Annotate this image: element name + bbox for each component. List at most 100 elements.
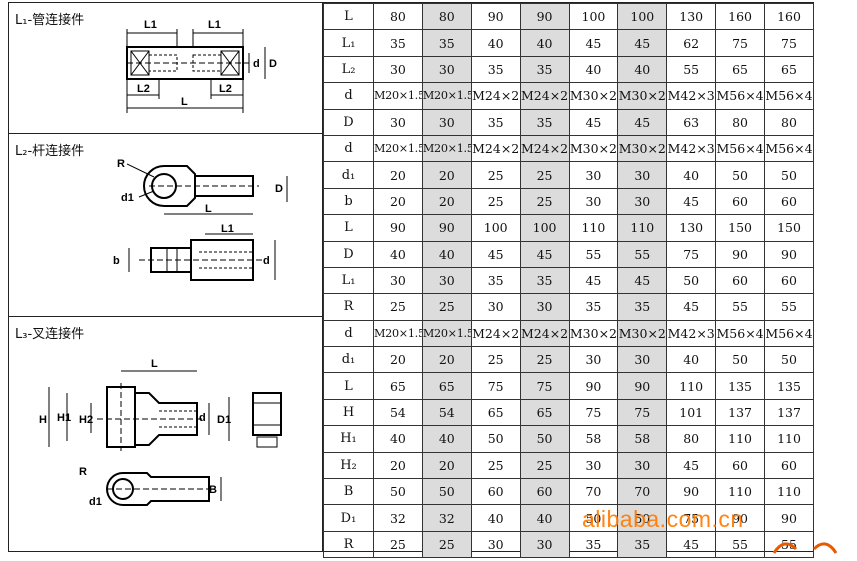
param-name: d₁ — [323, 161, 374, 189]
table-cell: 45 — [617, 108, 668, 136]
table-cell: 30 — [568, 187, 619, 216]
dim-L: L — [151, 358, 158, 370]
table-cell: 100 — [519, 214, 570, 242]
table-cell: 40 — [519, 504, 570, 532]
table-cell: 35 — [519, 266, 570, 295]
table-cell: M24×2 — [519, 134, 570, 163]
table-cell: 70 — [617, 478, 668, 506]
table-cell: 90 — [373, 214, 423, 242]
dim-l2-right: L2 — [219, 83, 232, 95]
param-name: L₁ — [323, 266, 374, 295]
table-cell: M56×4 — [715, 134, 765, 163]
table-cell: 90 — [470, 2, 521, 31]
table-cell: 35 — [617, 530, 668, 559]
table-cell: 50 — [519, 425, 570, 453]
table-cell: 50 — [470, 425, 521, 453]
table-cell: 25 — [470, 187, 521, 216]
table-cell: 50 — [373, 478, 423, 506]
param-name: R — [323, 530, 374, 559]
table-cell: 45 — [666, 451, 717, 480]
table-cell: 40 — [470, 29, 521, 57]
param-name: R — [323, 293, 374, 321]
table-cell: M30×2 — [617, 82, 668, 110]
dim-d1: d1 — [89, 496, 102, 508]
table-cell: 30 — [421, 55, 472, 84]
table-cell: 60 — [715, 266, 765, 295]
table-cell: 60 — [764, 451, 814, 480]
table-cell: 65 — [373, 372, 423, 400]
table-cell: 35 — [373, 29, 423, 57]
table-cell: 110 — [715, 425, 765, 453]
table-cell: 35 — [617, 293, 668, 321]
dim-l1-right: L1 — [208, 19, 221, 31]
table-cell: 40 — [421, 240, 472, 268]
table-cell: 25 — [519, 187, 570, 216]
table-cell: 25 — [373, 293, 423, 321]
watermark-arrows-icon — [772, 542, 838, 554]
table-cell: 65 — [519, 398, 570, 427]
dim-R: R — [117, 158, 125, 170]
table-cell: 60 — [470, 478, 521, 506]
table-cell: 65 — [764, 55, 814, 84]
table-cell: 35 — [470, 55, 521, 84]
table-cell: 25 — [519, 161, 570, 189]
table-cell: 130 — [666, 2, 717, 31]
param-name: d — [323, 134, 374, 163]
dim-L: L — [205, 203, 212, 215]
dim-D: D — [275, 183, 283, 195]
table-cell: 75 — [666, 504, 717, 532]
param-name: L₂ — [323, 55, 374, 84]
table-cell: 60 — [764, 266, 814, 295]
table-cell: 45 — [666, 187, 717, 216]
table-cell: 40 — [373, 425, 423, 453]
table-cell: 90 — [617, 372, 668, 400]
table-cell: 30 — [470, 530, 521, 559]
table-cell: 45 — [666, 293, 717, 321]
table-cell: 45 — [666, 530, 717, 559]
table-cell: M42×3 — [666, 134, 717, 163]
table-cell: 45 — [617, 266, 668, 295]
param-name: d₁ — [323, 346, 374, 374]
drawings-column: L₁-管连接件 L1 L1 L2 — [9, 3, 323, 551]
table-cell: 110 — [715, 478, 765, 506]
table-cell: 75 — [470, 372, 521, 400]
table-cell: 35 — [519, 108, 570, 136]
table-cell: 30 — [421, 266, 472, 295]
table-cell: 54 — [373, 398, 423, 427]
section-fork-connector: L₃-叉连接件 L H H1 H2 d D1 — [9, 317, 322, 553]
table-cell: 20 — [373, 346, 423, 374]
table-cell: 30 — [421, 108, 472, 136]
table-cell: 160 — [715, 2, 765, 31]
table-cell: 50 — [666, 266, 717, 295]
table-cell: M30×2 — [568, 134, 619, 163]
table-cell: 40 — [519, 29, 570, 57]
table-cell: 20 — [421, 161, 472, 189]
fork-connector-drawing: L H H1 H2 d D1 R d1 B — [39, 358, 282, 508]
table-cell: 65 — [470, 398, 521, 427]
table-cell: 30 — [617, 451, 668, 480]
table-cell: 90 — [421, 214, 472, 242]
param-name: D — [323, 108, 374, 136]
table-cell: 40 — [568, 55, 619, 84]
table-cell: 55 — [568, 240, 619, 268]
table-cell: 101 — [666, 398, 717, 427]
table-cell: 58 — [617, 425, 668, 453]
table-cell: 30 — [519, 530, 570, 559]
param-name: L₁ — [323, 29, 374, 57]
table-cell: 150 — [715, 214, 765, 242]
table-cell: 90 — [715, 504, 765, 532]
table-cell: 100 — [568, 2, 619, 31]
dim-L1: L1 — [221, 223, 234, 235]
table-cell: M42×3 — [666, 319, 717, 348]
table-cell: 25 — [421, 293, 472, 321]
table-cell: 40 — [617, 55, 668, 84]
